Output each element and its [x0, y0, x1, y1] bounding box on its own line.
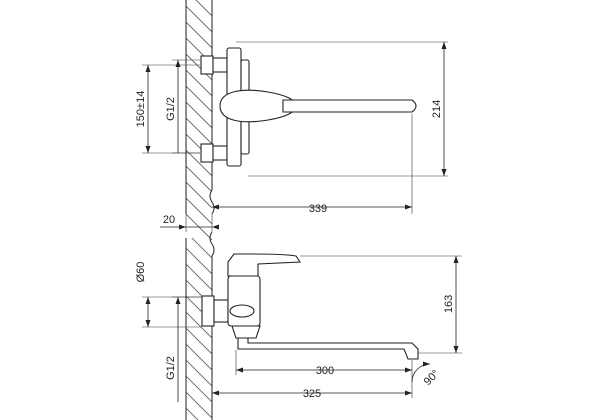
bottom-view: Ø60 G1/2 163 300 325 90° — [135, 231, 462, 420]
dim-label-339: 339 — [309, 203, 327, 215]
mixer-handle-side — [227, 253, 301, 277]
inlet-upper — [200, 55, 228, 75]
wall-face-bottom — [209, 231, 215, 420]
dim-label-214: 214 — [431, 100, 443, 118]
spout-side — [237, 337, 419, 360]
top-view: 150±14 G1/2 214 20 339 — [135, 0, 448, 240]
dim-label-163: 163 — [443, 295, 455, 313]
thread-label-top: G1/2 — [165, 97, 177, 121]
wall-hatch-bottom — [186, 238, 212, 420]
dim-label-325: 325 — [303, 388, 321, 400]
dim-label-300: 300 — [316, 365, 334, 377]
dim-label-150: 150±14 — [135, 91, 147, 128]
wall-face-top — [209, 0, 215, 215]
inlet-lower — [200, 143, 228, 163]
spout-top — [282, 99, 417, 113]
inlet-side — [201, 295, 215, 327]
mixer-body-side — [227, 275, 261, 327]
angle-label: 90° — [422, 368, 442, 388]
wall-hatch-top — [186, 0, 212, 240]
thread-label-bottom: G1/2 — [165, 356, 177, 380]
dim-label-20: 20 — [163, 214, 175, 226]
dim-label-diameter: Ø60 — [135, 262, 147, 283]
